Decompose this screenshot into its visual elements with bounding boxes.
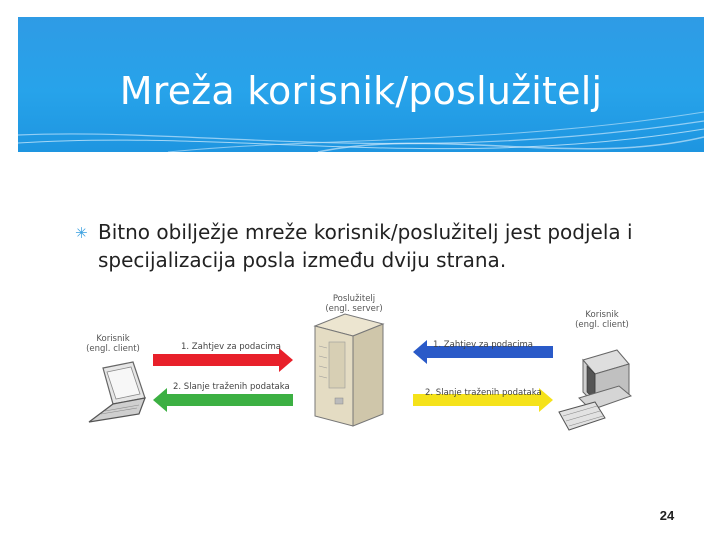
slide-title: Mreža korisnik/poslužitelj <box>119 69 603 113</box>
server-label: Poslužitelj (engl. server) <box>325 294 383 314</box>
client-server-diagram: Poslužitelj (engl. server) Korisnik (eng… <box>83 286 643 446</box>
server-tower-icon <box>313 313 385 427</box>
right-client-label: Korisnik (engl. client) <box>575 310 629 330</box>
title-banner: Mreža korisnik/poslužitelj <box>18 17 704 152</box>
desktop-computer-icon <box>558 349 632 431</box>
diagram-graphics <box>88 313 632 431</box>
page-number: 24 <box>659 508 675 523</box>
left-client-label: Korisnik (engl. client) <box>86 334 140 354</box>
left-request-label: 1. Zahtjev za podacima <box>181 342 281 352</box>
right-request-label: 1. Zahtjev za podacima <box>433 340 533 350</box>
banner-swoosh-decoration <box>18 111 704 152</box>
laptop-icon <box>88 361 146 423</box>
response-arrow-left <box>153 388 293 412</box>
left-response-label: 2. Slanje traženih podataka <box>173 382 290 392</box>
request-arrow-left <box>153 348 293 372</box>
response-arrow-right <box>413 388 553 412</box>
request-arrow-right <box>413 340 553 364</box>
right-response-label: 2. Slanje traženih podataka <box>425 388 542 398</box>
bullet-text: Bitno obilježje mreže korisnik/poslužite… <box>98 220 633 272</box>
asterisk-bullet-icon: ✳ <box>75 225 88 242</box>
